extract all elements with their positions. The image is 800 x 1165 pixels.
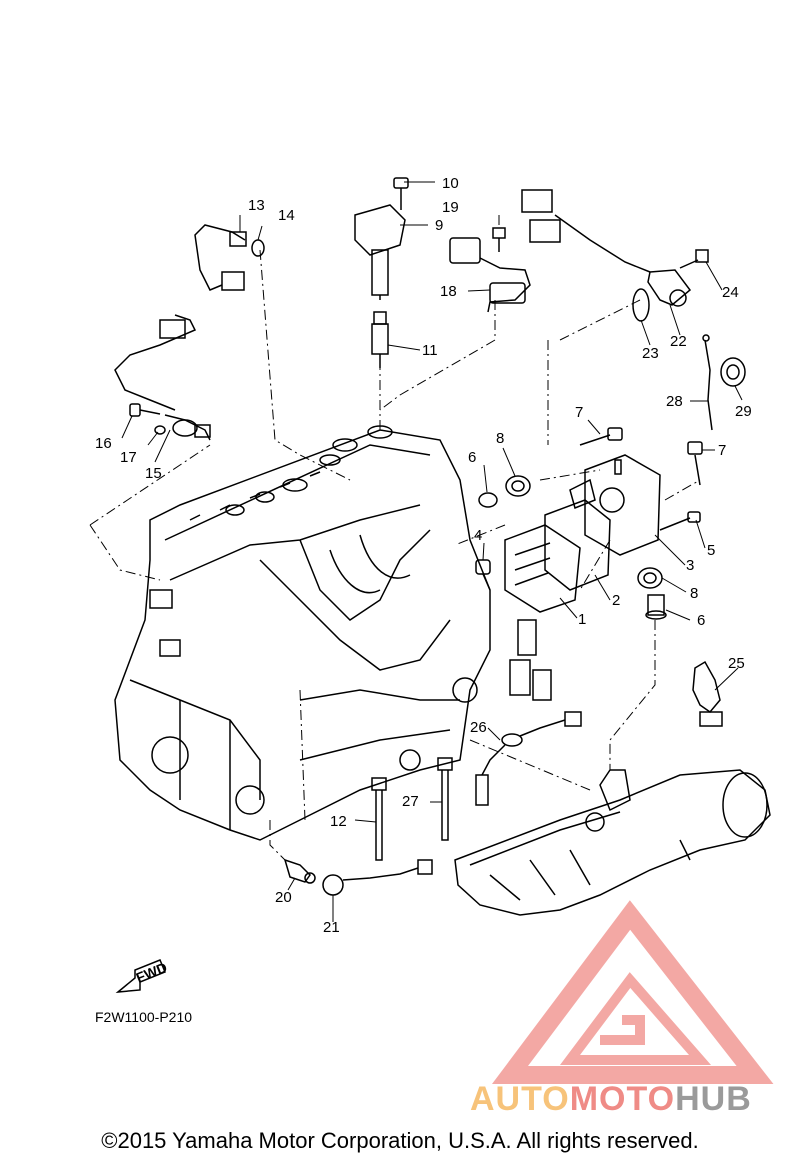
callout-2: 2	[612, 592, 620, 609]
reference-lines	[89, 249, 701, 861]
sensor-part-15	[114, 314, 211, 441]
leader-lines	[121, 181, 743, 922]
callout-17: 17	[120, 449, 137, 466]
engine-block	[114, 425, 491, 841]
callout-12: 12	[330, 813, 347, 830]
callout-27: 27	[402, 793, 419, 810]
harness-part-22	[521, 189, 692, 307]
sensor-part-21	[322, 859, 433, 896]
exhaust-manifold	[454, 769, 771, 916]
grommet-part-8	[505, 475, 663, 589]
callout-9: 9	[435, 217, 443, 234]
sensor-part-18	[449, 237, 531, 313]
spark-plug-part-11	[371, 311, 389, 368]
clip-part-25	[692, 660, 723, 727]
hose-part-28	[702, 334, 713, 431]
fwd-label: FWD	[134, 959, 170, 986]
watermark-part-3: HUB	[675, 1080, 752, 1118]
callout-24: 24	[722, 284, 739, 301]
seal-part-23	[632, 288, 650, 322]
callout-5: 5	[707, 542, 715, 559]
watermark-logo	[492, 900, 774, 1084]
sensor-part-20	[283, 858, 316, 884]
callout-labels: 10 9 13 14 19 18 11 16 17 15 6 8 7 7 4 5…	[95, 175, 752, 936]
bolt-part-16	[129, 403, 161, 417]
callout-11: 11	[422, 342, 438, 359]
cable-tie-part-27	[437, 757, 453, 841]
collar-part-6	[478, 492, 667, 620]
callout-18: 18	[440, 283, 457, 300]
callout-7b: 7	[718, 442, 726, 459]
callout-10: 10	[442, 175, 459, 192]
callout-29: 29	[735, 403, 752, 420]
callout-14: 14	[278, 207, 295, 224]
callout-7a: 7	[575, 404, 583, 421]
plate-parts-2-3	[544, 454, 661, 591]
callout-16: 16	[95, 435, 112, 452]
fwd-arrow-icon: FWD	[115, 959, 170, 993]
callout-21: 21	[323, 919, 340, 936]
callout-19: 19	[442, 199, 459, 216]
washer-part-14	[251, 239, 265, 257]
diagram-code: F2W1100-P210	[95, 1009, 192, 1025]
bolt-part-24	[679, 249, 709, 269]
bolt-part-4	[475, 559, 491, 591]
callout-15: 15	[145, 465, 162, 482]
callout-20: 20	[275, 889, 292, 906]
copyright-text: ©2015 Yamaha Motor Corporation, U.S.A. A…	[101, 1128, 699, 1153]
callout-26: 26	[470, 719, 487, 736]
callout-22: 22	[670, 333, 687, 350]
callout-1: 1	[578, 611, 586, 628]
sensor-part-26	[475, 711, 582, 806]
ecu-part-1	[504, 524, 581, 701]
bolt-part-10	[393, 177, 409, 210]
cap-part-29	[720, 357, 746, 387]
callout-8a: 8	[496, 430, 504, 447]
callout-6a: 6	[468, 449, 476, 466]
cable-tie-part-12	[371, 777, 387, 861]
callout-28: 28	[666, 393, 683, 410]
bolt-part-7	[579, 427, 703, 486]
ignition-coil-part-9	[354, 204, 406, 300]
callout-25: 25	[728, 655, 745, 672]
sensor-part-13	[194, 224, 247, 291]
callout-13: 13	[248, 197, 265, 214]
callout-23: 23	[642, 345, 659, 362]
washer-part-17	[154, 425, 166, 435]
watermark-part-2: MOTO	[569, 1080, 676, 1118]
callout-4: 4	[474, 527, 482, 544]
bolt-part-5	[659, 511, 701, 531]
callout-3: 3	[686, 557, 694, 574]
bolt-part-19	[492, 227, 506, 252]
watermark-part-1: AUTO	[470, 1080, 570, 1118]
callout-6b: 6	[697, 612, 705, 629]
callout-8b: 8	[690, 585, 698, 602]
watermark-text: AUTOMOTOHUB	[470, 1080, 752, 1119]
